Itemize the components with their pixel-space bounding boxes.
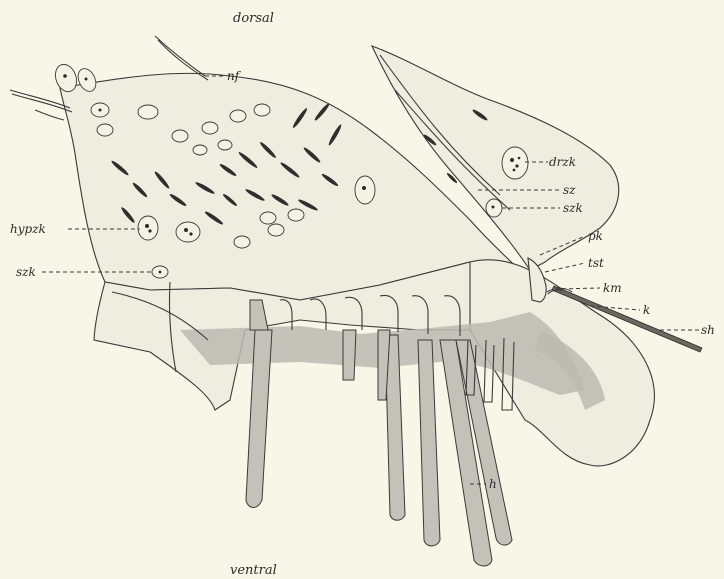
label-szk-left: szk: [16, 265, 36, 279]
label-hypzk: hypzk: [10, 222, 46, 236]
hypodermis-body: [60, 73, 654, 466]
label-pk: pk: [588, 229, 603, 243]
label-h: h: [489, 477, 497, 491]
drzk-nucleus: [502, 147, 528, 179]
label-dorsal: dorsal: [233, 11, 274, 26]
label-ventral: ventral: [230, 563, 277, 578]
label-drzk: drzk: [549, 155, 576, 169]
label-k: k: [643, 303, 650, 317]
label-sh: sh: [701, 323, 715, 337]
label-sz: sz: [563, 183, 576, 197]
label-tst: tst: [588, 256, 604, 270]
label-szk-right: szk: [563, 201, 583, 215]
label-km: km: [603, 281, 622, 295]
